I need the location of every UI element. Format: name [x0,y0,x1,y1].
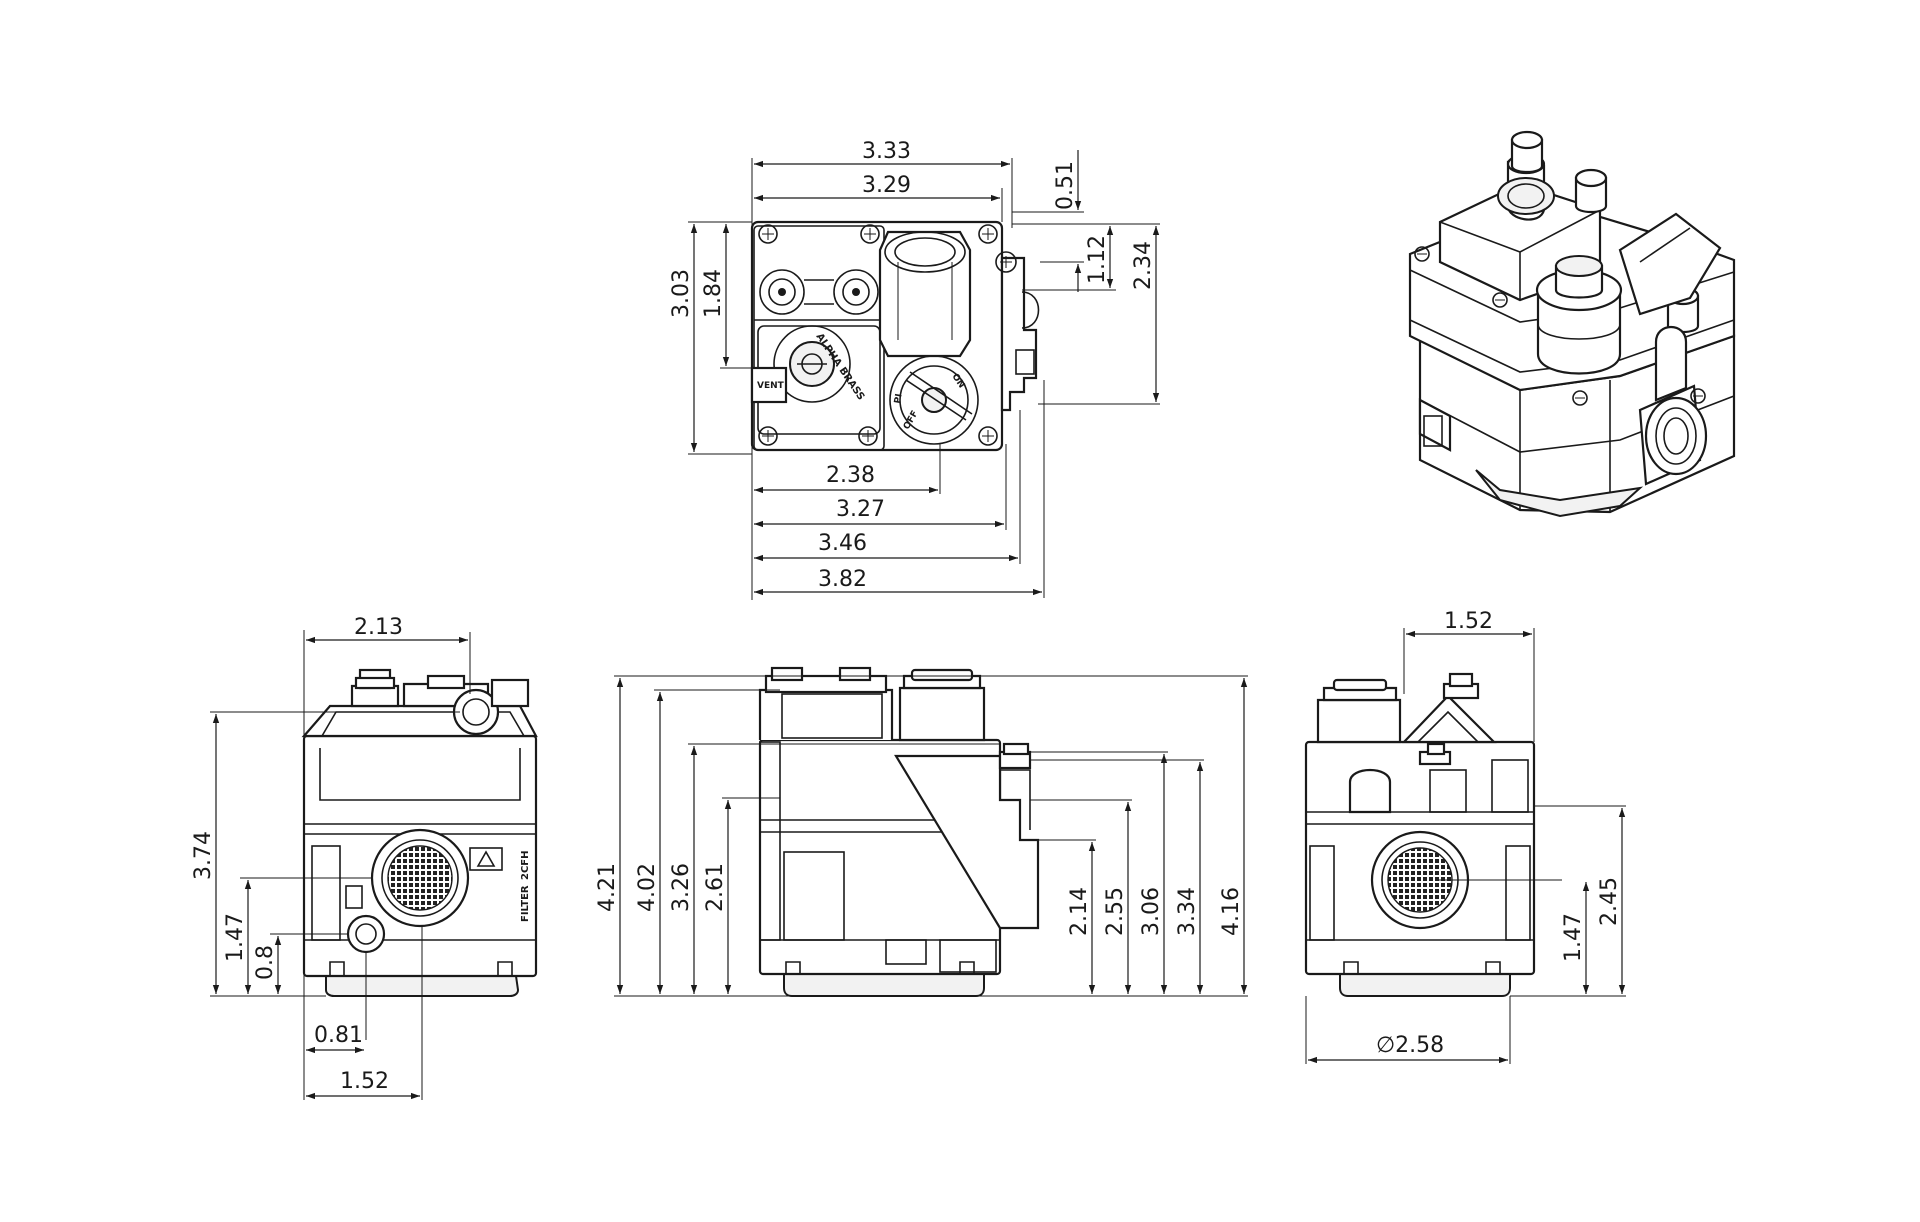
right-view: 1.52 1.47 2.45 ∅2.58 [1304,609,1626,1064]
dim-152-left: 1.52 [340,1069,389,1094]
gas-control-knob-icon [889,355,979,445]
pilot-port-icon [346,914,386,954]
dim-214: 2.14 [1067,887,1092,936]
filter-code-label: 2CFH [520,851,531,881]
dim-333: 3.33 [862,139,911,164]
left-view-dimensions: 2.13 3.74 1.47 0.8 0.81 1.52 [191,615,471,1100]
dim-421: 4.21 [595,863,620,912]
dim-255: 2.55 [1103,887,1128,936]
left-view-body: FILTER 2CFH [301,668,538,997]
front-view-dimensions: 4.21 4.02 3.26 2.61 2.14 2.55 3.06 3.34 … [595,675,1248,997]
dim-234: 2.34 [1131,241,1156,290]
dim-303: 3.03 [669,269,694,318]
gas-control-knob-icon [1316,678,1402,744]
dim-081: 0.81 [314,1023,363,1048]
inlet-port-icon [878,230,972,358]
dim-346: 3.46 [818,531,867,556]
top-view-body: VENT ALPHA BRASS ON OFF PI [750,220,1040,452]
outlet-filter-icon [1370,830,1470,930]
front-view: 4.21 4.02 3.26 2.61 2.14 2.55 3.06 3.34 … [595,666,1248,997]
vent-label: VENT [757,381,785,391]
dim-326: 3.26 [669,863,694,912]
dim-334: 3.34 [1175,887,1200,936]
gas-control-knob-icon [898,668,986,742]
knob-pilot-label: PI [893,393,905,405]
dim-327: 3.27 [836,497,885,522]
pressure-port-icon [759,269,879,315]
regulator-knob-icon [750,325,881,435]
gas-control-knob-icon [1535,255,1623,375]
top-port-icon [1510,130,1700,334]
screw-icon [758,224,1017,446]
dim-306: 3.06 [1139,887,1164,936]
dim-261: 2.61 [703,863,728,912]
top-view-dimensions: 3.33 3.29 0.51 1.12 2.34 3.03 1.84 2.38 … [669,139,1160,600]
dim-329: 3.29 [862,173,911,198]
front-view-body [758,666,1040,997]
dim-402: 4.02 [635,863,660,912]
dim-diameter-258: ∅2.58 [1376,1033,1444,1058]
dim-112: 1.12 [1085,235,1110,284]
warning-icon [469,847,503,871]
screw-icon [1414,246,1706,406]
dim-08: 0.8 [253,945,278,980]
dim-152-right: 1.52 [1444,609,1493,634]
side-fitting-icon [998,742,1032,770]
dim-051: 0.51 [1053,161,1078,210]
dim-147-right: 1.47 [1561,913,1586,962]
filter-label: FILTER [520,885,531,922]
dim-213: 2.13 [354,615,403,640]
dim-238: 2.38 [826,463,875,488]
dim-416: 4.16 [1219,887,1244,936]
dim-245: 2.45 [1597,877,1622,926]
isometric-view [1408,130,1736,518]
inlet-filter-icon [370,828,470,928]
outlet-port-icon [1638,384,1708,486]
dim-147-left: 1.47 [223,913,248,962]
dim-382: 3.82 [818,567,867,592]
dim-374: 3.74 [191,831,216,880]
right-view-dimensions: 1.52 1.47 2.45 ∅2.58 [1305,609,1626,1064]
dim-184: 1.84 [701,269,726,318]
left-view: FILTER 2CFH 2.13 3.74 1.47 0.8 0.81 1.52 [191,615,538,1100]
top-view: VENT ALPHA BRASS ON OFF PI 3.33 3.29 0.5… [669,139,1160,600]
right-view-body [1304,672,1536,997]
